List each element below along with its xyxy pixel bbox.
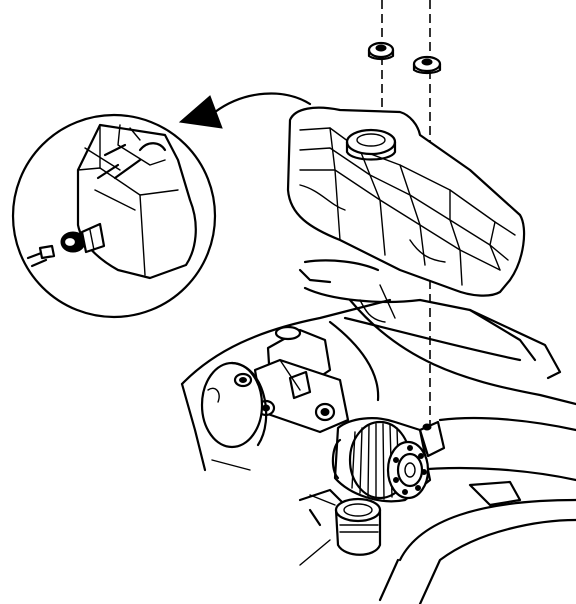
mounting-nut-right xyxy=(412,55,442,75)
inset-reservoir-detail xyxy=(76,123,197,280)
detail-arrow xyxy=(178,92,312,129)
air-filter-cap xyxy=(309,494,382,556)
body-structure xyxy=(180,259,576,604)
coolant-reservoir xyxy=(286,106,526,297)
inset-clip xyxy=(26,244,56,268)
reservoir-cap xyxy=(345,128,397,161)
detail-inset-circle xyxy=(11,113,217,319)
inset-sensor-connector xyxy=(60,222,106,254)
motor-end-bolts xyxy=(393,445,427,495)
brake-booster xyxy=(200,361,268,449)
mounting-nut-left xyxy=(367,41,395,61)
brake-master-cylinder xyxy=(253,325,350,434)
abs-motor-unit xyxy=(331,417,446,503)
